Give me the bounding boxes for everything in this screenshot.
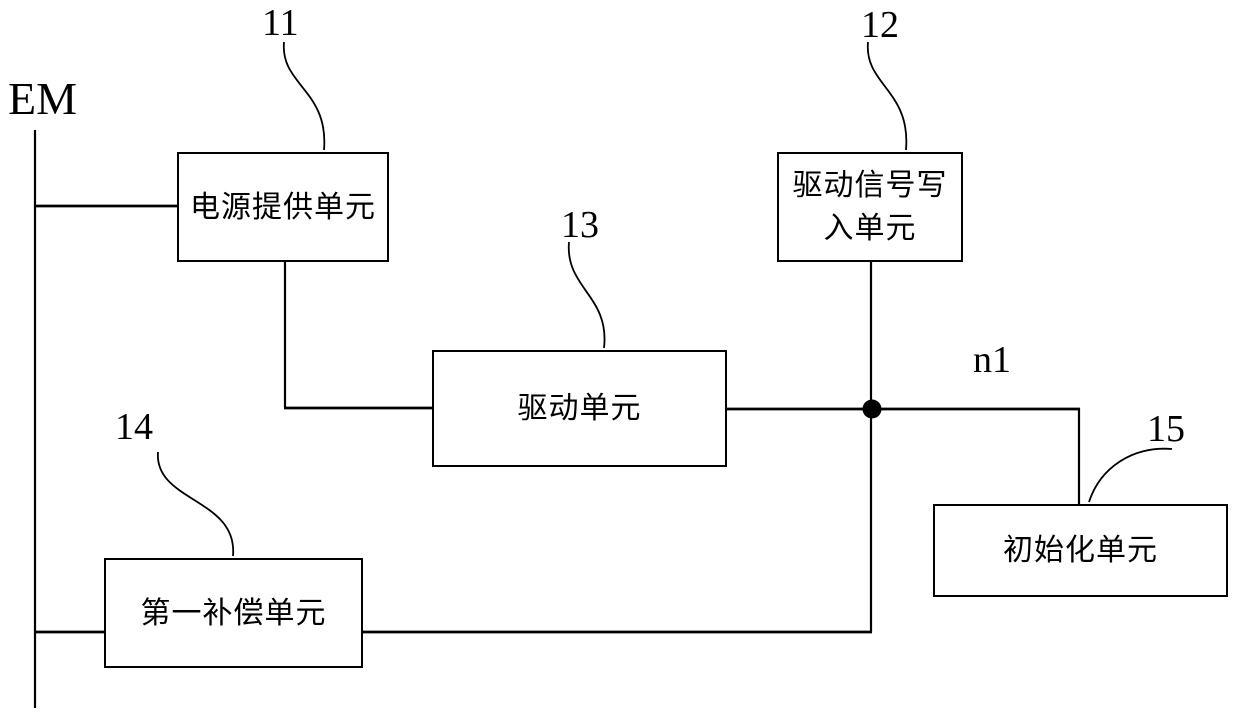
block-power-supply-unit: 电源提供单元 bbox=[177, 152, 389, 262]
block-drive-unit: 驱动单元 bbox=[432, 350, 727, 467]
node-n1-dot bbox=[862, 399, 882, 419]
block-initialization-unit: 初始化单元 bbox=[933, 504, 1228, 597]
block-first-compensation-unit: 第一补偿单元 bbox=[104, 558, 363, 668]
leader-line-12 bbox=[867, 41, 908, 151]
ref-label-13: 13 bbox=[561, 204, 599, 246]
leader-line-13 bbox=[568, 241, 606, 349]
ref-label-14: 14 bbox=[115, 406, 153, 448]
block-drive-signal-write-label: 驱动信号写 入单元 bbox=[792, 169, 948, 245]
block-first-compensation-label: 第一补偿单元 bbox=[140, 596, 327, 630]
ref-label-12: 12 bbox=[861, 4, 899, 46]
node-label-n1: n1 bbox=[973, 339, 1011, 381]
block-power-supply-label: 电源提供单元 bbox=[190, 190, 376, 224]
ref-label-15: 15 bbox=[1147, 408, 1185, 450]
leader-line-11 bbox=[283, 41, 326, 151]
leader-line-15 bbox=[1088, 447, 1173, 503]
block-drive-signal-write-unit: 驱动信号写 入单元 bbox=[777, 152, 963, 262]
em-signal-label: EM bbox=[8, 73, 77, 124]
block-initialization-label: 初始化单元 bbox=[1003, 534, 1158, 567]
block-drive-label: 驱动单元 bbox=[517, 392, 642, 425]
ref-label-11: 11 bbox=[262, 2, 299, 44]
leader-line-14 bbox=[157, 451, 234, 557]
